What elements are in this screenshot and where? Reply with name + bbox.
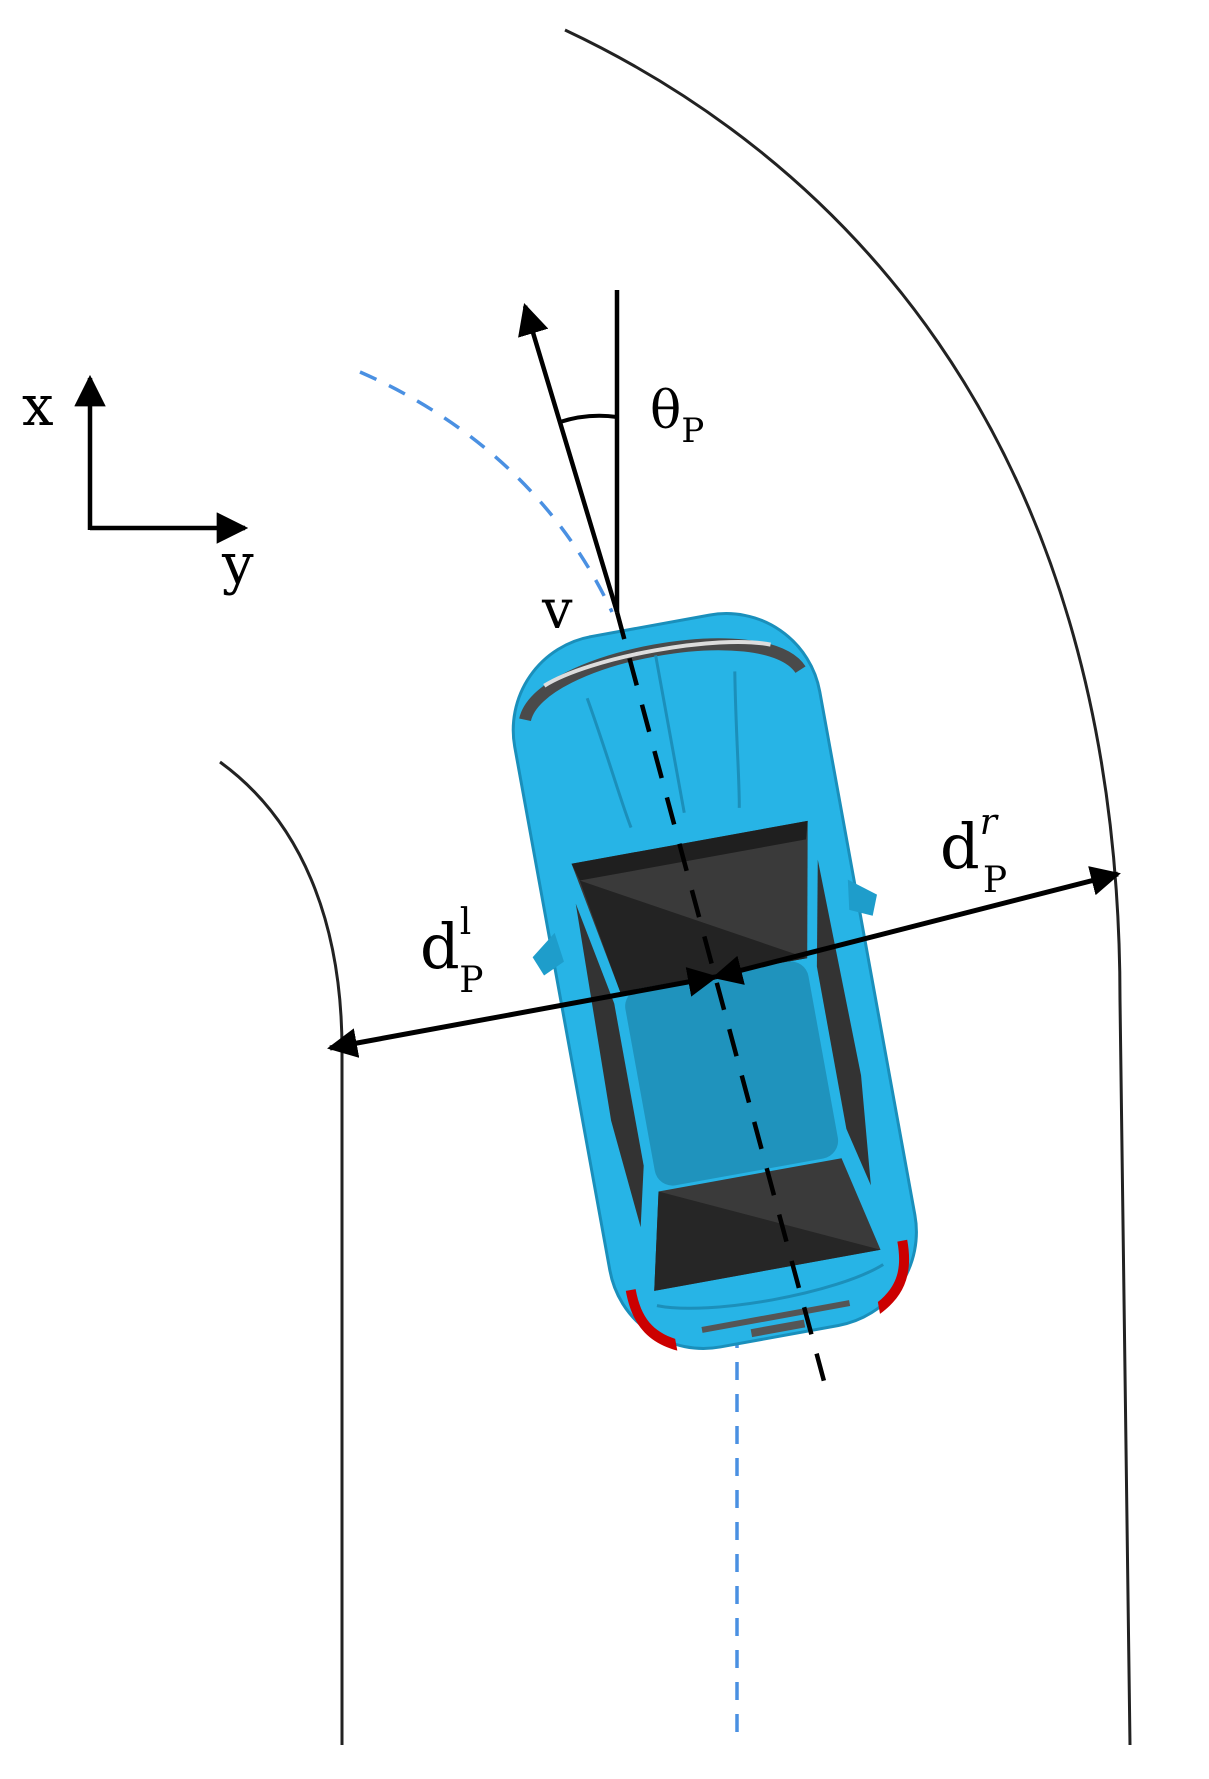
car — [511, 612, 918, 1351]
right-distance-arrow — [712, 866, 1121, 985]
car-right-tail-light — [877, 1239, 910, 1314]
road-right-edge — [564, 28, 1132, 1746]
velocity-label: v — [541, 578, 573, 641]
car-left-mirror — [532, 932, 564, 976]
left-distance-arrow — [327, 967, 718, 1058]
y-axis-label: y — [221, 532, 254, 597]
car-heading-axis — [614, 611, 831, 1397]
heading-angle-label: θP — [650, 381, 704, 451]
road-left-edge — [219, 760, 344, 1745]
car-rear-bumper — [701, 1300, 851, 1333]
car-roof — [625, 961, 839, 1186]
heading-angle-arc — [559, 413, 618, 424]
coordinate-frame: x y — [22, 374, 254, 597]
x-axis-label: x — [22, 374, 54, 439]
car-left-tail-light — [625, 1289, 678, 1351]
velocity-vector — [518, 302, 620, 613]
reference-path-curve — [359, 370, 614, 613]
